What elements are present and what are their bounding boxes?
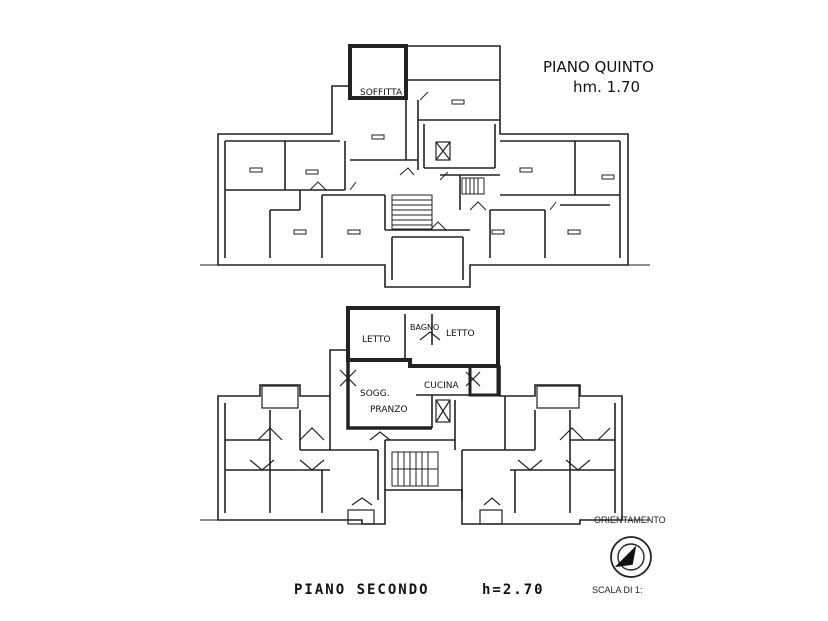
orientation-label: ORIENTAMENTO (594, 515, 666, 525)
bedroom-1-label: LETTO (362, 335, 391, 345)
living-label-line2: PRANZO (370, 405, 407, 415)
north-compass-icon (610, 536, 652, 578)
lower-plan-title: PIANO SECONDO (294, 582, 430, 598)
lower-plan-height: h=2.70 (482, 582, 545, 598)
upper-staircase (391, 177, 485, 230)
lower-staircase (391, 451, 439, 487)
scale-label: SCALA DI 1: (592, 585, 643, 595)
upper-plan-title: PIANO QUINTO (543, 58, 654, 76)
upper-plan-height: hm. 1.70 (573, 78, 640, 96)
lower-elevator-icon (339, 369, 481, 423)
bedroom-2-label: LETTO (446, 329, 475, 339)
soffitta-label: SOFFITTA (360, 88, 403, 98)
living-label-line1: SOGG. (360, 389, 390, 399)
bathroom-label: BAGNO (410, 323, 439, 332)
upper-door-swings (309, 91, 557, 231)
upper-floor-plan (217, 45, 629, 288)
lower-floor-plan (217, 307, 623, 525)
kitchen-label: CUCINA (424, 381, 460, 391)
lower-balconies (249, 331, 611, 525)
upper-window-markers (249, 99, 615, 235)
soffitta-room-outline (348, 44, 408, 100)
upper-elevator-icon (435, 141, 451, 161)
